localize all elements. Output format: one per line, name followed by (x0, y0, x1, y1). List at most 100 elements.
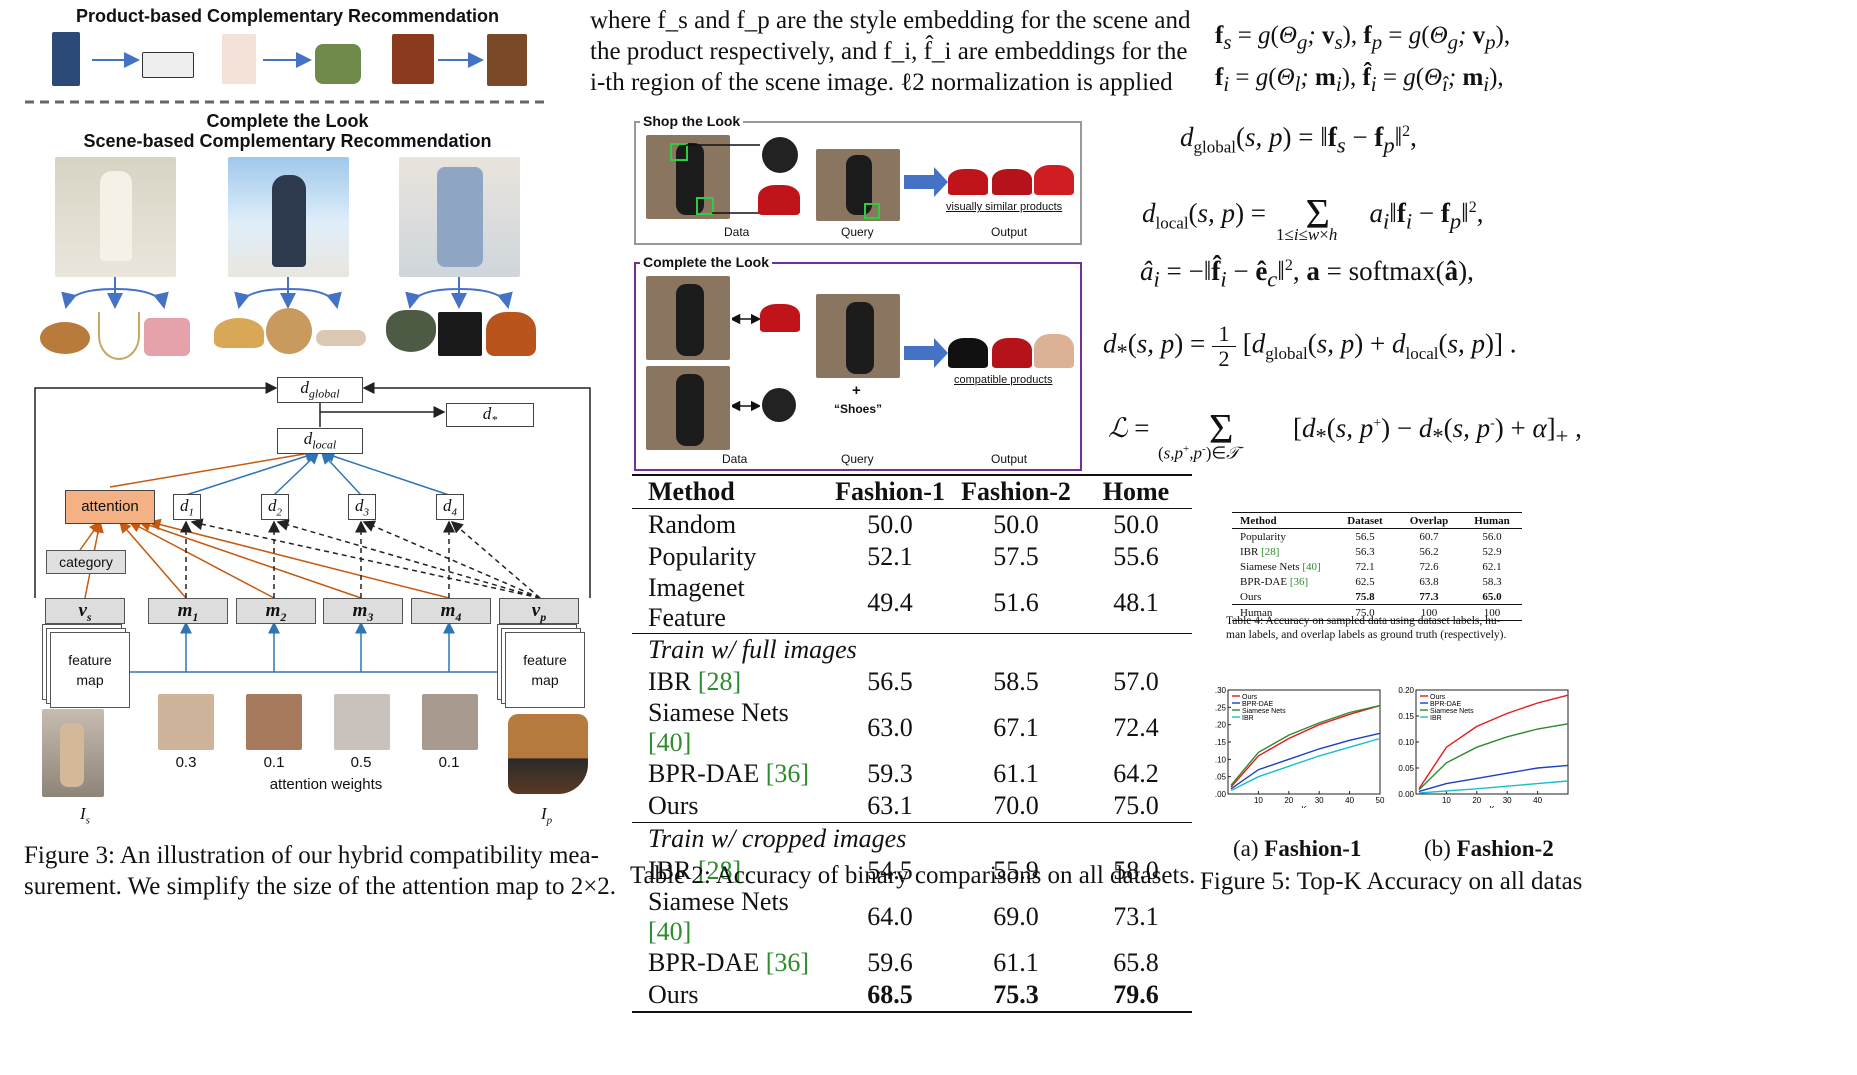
value-cell: 72.6 (1419, 560, 1439, 573)
value-cell: 56.0 (1482, 530, 1502, 543)
legend-entry: BPR-DAE (1242, 701, 1273, 708)
series-line-siamese-nets (1418, 723, 1569, 791)
citation-link[interactable]: [40] (648, 728, 692, 757)
series-line-ours (1230, 704, 1381, 788)
citation-link[interactable]: [28] (1261, 545, 1280, 558)
y-tick-label: .15 (1215, 738, 1227, 747)
y-tick-label: 0.00 (1398, 790, 1414, 799)
method-cell: Siamese Nets [40] (648, 698, 789, 757)
stl-shoe-image (758, 185, 800, 215)
tshirt-image (222, 34, 256, 84)
scene-feature-map: feature map (50, 632, 130, 708)
value-cell: 54.5 (867, 856, 913, 885)
series-line-ibr (1230, 737, 1381, 792)
straw-hat-image (214, 318, 264, 348)
citation-link[interactable]: [40] (648, 917, 692, 946)
section-label: Train w/ full images (648, 635, 857, 664)
scene-image-1 (55, 157, 176, 277)
stl-output-shoe-3 (1034, 165, 1074, 195)
table-2-section-row: Train w/ full images (632, 634, 1192, 667)
method-cell: Human (1232, 604, 1334, 621)
value-cell: 67.1 (993, 713, 1039, 742)
ctl-output-caption: compatible products (954, 374, 1053, 386)
legend-entry: IBR (1242, 715, 1254, 722)
x-tick-label: 10 (1254, 796, 1263, 805)
x-tick-label: 40 (1533, 796, 1542, 805)
d3-node: d3 (348, 494, 376, 520)
vector-node-5: vp (499, 598, 579, 624)
citation-link[interactable]: [28] (697, 856, 742, 885)
attention-weights-label: attention weights (269, 776, 383, 793)
round-bag-image (266, 308, 312, 354)
stl-query-scene (816, 149, 900, 221)
value-cell: 64.0 (867, 902, 913, 931)
ip-label: Ip (541, 804, 553, 827)
equation-2: fi = g(Θl; mi), f̂i = g(Θî; mi), (1215, 64, 1504, 96)
method-cell: IBR [28] (648, 667, 742, 696)
method-cell: Popularity (1240, 530, 1286, 543)
y-tick-label: 0.05 (1398, 764, 1414, 773)
value-cell: 100 (1396, 604, 1462, 621)
body-line-1: where f_s and f_p are the style embeddin… (590, 7, 1191, 34)
stl-label-output: Output (991, 225, 1028, 239)
ctl-pair-arrows (732, 313, 760, 412)
value-cell: 100 (1462, 604, 1522, 621)
stl-output-arrow (904, 167, 948, 197)
value-cell: 50.0 (867, 510, 913, 539)
stl-label-query: Query (841, 225, 874, 239)
ctl-label-output: Output (991, 452, 1028, 466)
value-cell: 72.1 (1355, 560, 1375, 573)
table-4-header: Human (1462, 512, 1522, 529)
x-tick-label: 50 (1376, 796, 1385, 805)
table-4-caption: Table 4: Accuracy on sampled data using … (1226, 615, 1507, 641)
d1-node: d1 (173, 494, 201, 520)
citation-link[interactable]: [40] (1302, 560, 1321, 573)
product-based-title: Product-based Complementary Recommendati… (75, 6, 500, 26)
value-cell: 56.5 (867, 667, 913, 696)
method-cell: Imagenet Feature (632, 573, 828, 634)
complete-the-look-panel: Complete the Look + “Shoes” compatible p… (634, 254, 1082, 471)
value-cell: 75.0 (1334, 604, 1396, 621)
citation-link[interactable]: [28] (697, 667, 742, 696)
value-cell: 56.2 (1419, 545, 1439, 558)
value-cell: 75.0 (1080, 790, 1192, 823)
chart-fashion-1: .00.05.10.15.20.25.301020304050KOursBPR-… (1215, 686, 1385, 808)
value-cell: 56.5 (1355, 530, 1375, 543)
table-4-header: Overlap (1396, 512, 1462, 529)
value-cell: 51.6 (952, 573, 1080, 634)
value-cell: 52.1 (867, 542, 913, 571)
equation-4-subscript: 1≤i≤w×h (1276, 225, 1338, 244)
ctl-data-scene-1 (646, 276, 730, 360)
d2-node: d2 (261, 494, 289, 520)
value-cell: 63.0 (867, 713, 913, 742)
scene-image-is (42, 709, 104, 797)
sunglasses-image (40, 322, 90, 354)
value-cell: 77.3 (1419, 590, 1439, 603)
value-cell: 49.4 (828, 573, 952, 634)
y-tick-label: .30 (1215, 686, 1227, 695)
attention-weight-1: 0.3 (175, 754, 197, 771)
ctl-output-shoe-2 (992, 338, 1032, 368)
equation-1: fs = g(Θg; vs), fp = g(Θg; vp), (1215, 22, 1511, 54)
legend-entry: Ours (1242, 694, 1258, 701)
method-cell: BPR-DAE [36] (648, 948, 810, 977)
table-2-section-row: Train w/ cropped images (632, 823, 1192, 856)
ctl-output-arrow (904, 338, 948, 368)
y-tick-label: 0.20 (1398, 686, 1414, 695)
fig5a-caption: (a) Fashion-1 (1233, 836, 1362, 861)
value-cell: 57.5 (993, 542, 1039, 571)
citation-link[interactable]: [36] (765, 948, 810, 977)
chart-fashion-2: 0.000.050.100.150.2010203040KOursBPR-DAE… (1398, 686, 1569, 808)
value-cell: 65.8 (1113, 948, 1159, 977)
ctl-panel-title: Complete the Look (640, 254, 773, 270)
fig5b-caption: (b) Fashion-2 (1424, 836, 1554, 861)
citation-link[interactable]: [36] (765, 759, 810, 788)
is-label: Is (80, 804, 90, 827)
citation-link[interactable]: [36] (1289, 575, 1309, 588)
